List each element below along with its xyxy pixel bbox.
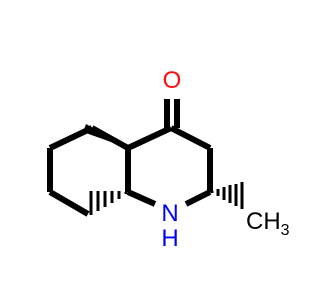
- hashed-bond-c8a-c8: [89, 191, 128, 215]
- oxygen-atom-label: O: [163, 67, 182, 94]
- bond-c4a-c4: [126, 125, 173, 151]
- nitrogen-atom-label: N: [161, 200, 178, 227]
- bond-c4-c3: [169, 125, 212, 151]
- molecule-structure-diagram: O N H CH3: [47, 67, 290, 252]
- wedge-bond-c4a-c5: [83, 124, 128, 148]
- methyl-group-label: CH3: [246, 208, 290, 239]
- methyl-group-text: CH: [246, 208, 281, 235]
- bond-c7-c8: [48, 189, 90, 217]
- methyl-group-subscript: 3: [281, 222, 290, 239]
- hashed-bond-c2-methyl: [210, 182, 244, 209]
- bond-n1-c8a: [126, 189, 157, 207]
- bond-lines: [47, 99, 213, 217]
- hydrogen-atom-label: H: [161, 225, 178, 252]
- bond-c2-n1: [184, 189, 212, 207]
